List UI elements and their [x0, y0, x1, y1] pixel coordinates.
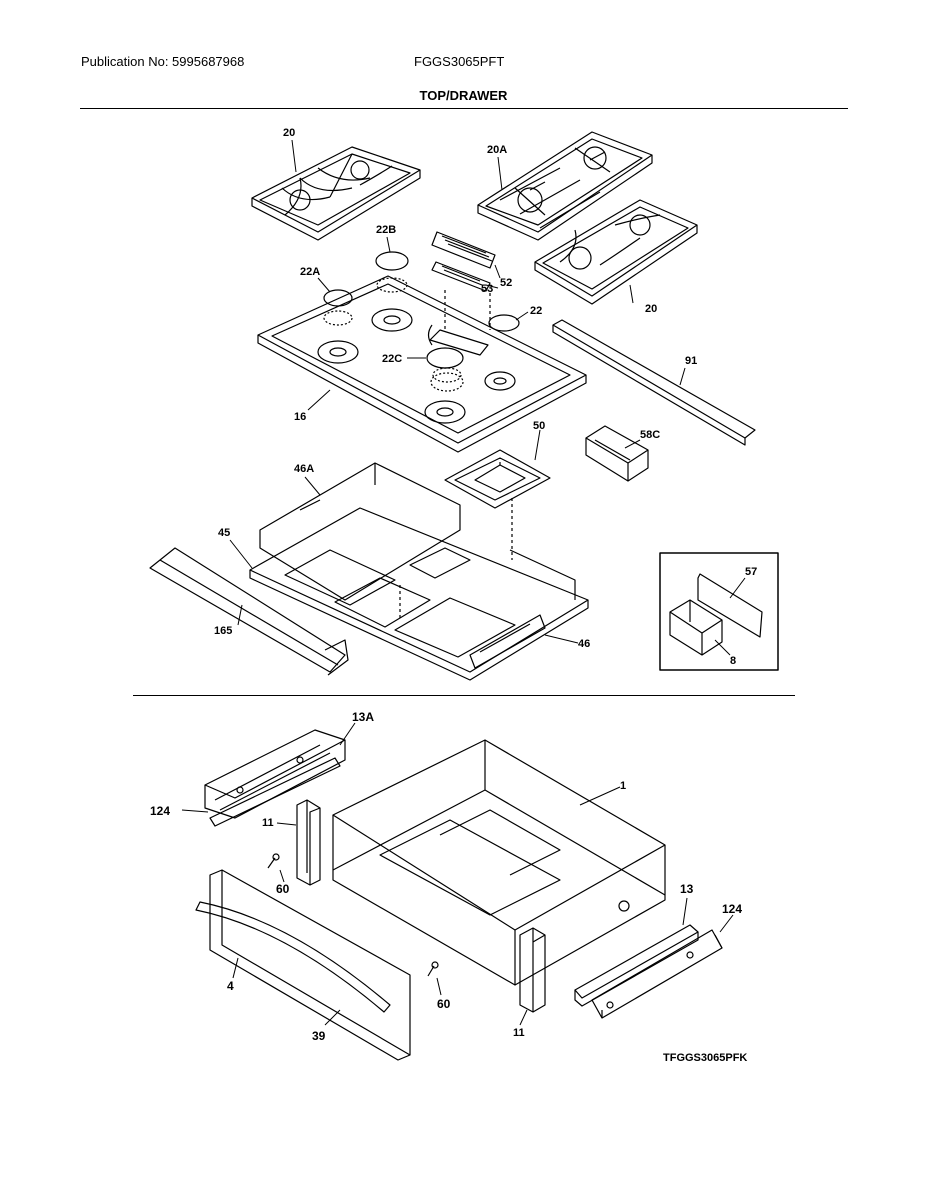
section-divider	[133, 695, 795, 696]
bracket-11-right	[519, 927, 546, 1013]
callout-60-right: 60	[437, 997, 451, 1011]
callout-1: 1	[620, 780, 626, 792]
rear-trim-91	[552, 319, 756, 446]
callout-20a: 20A	[487, 144, 507, 156]
drawer-slide-right	[574, 924, 723, 1019]
side-panel-46a	[259, 462, 461, 601]
callout-60-left: 60	[276, 882, 290, 896]
callout-124-right: 124	[722, 902, 742, 916]
side-panel-46	[469, 614, 546, 669]
callout-58c: 58C	[640, 429, 660, 441]
drawer-slide-left	[204, 729, 346, 827]
header-rule	[80, 108, 848, 109]
callout-labels: 20 20A 22B 22A 52 53 20 22 22C 91 16 50 …	[150, 127, 757, 1043]
callout-91: 91	[685, 355, 697, 367]
callout-11-left: 11	[262, 817, 274, 829]
cooktop-main-top	[257, 275, 587, 453]
screws-60	[267, 853, 439, 977]
callout-46a: 46A	[294, 463, 314, 475]
callout-13: 13	[680, 882, 694, 896]
front-brace-165	[149, 547, 349, 676]
drawing-code: TFGGS3065PFK	[663, 1052, 748, 1064]
part-58c	[585, 425, 649, 482]
base-pan-45	[249, 507, 589, 681]
callout-39: 39	[312, 1029, 326, 1043]
callout-165: 165	[214, 625, 232, 637]
grate-left	[251, 146, 421, 241]
callout-22b: 22B	[376, 224, 396, 236]
vent-trim-52-53	[431, 231, 496, 330]
callout-20-right: 20	[645, 303, 657, 315]
publication-number: Publication No: 5995687968	[81, 54, 245, 69]
section-title: TOP/DRAWER	[419, 88, 508, 103]
leader-lines	[181, 139, 746, 1026]
callout-16: 16	[294, 411, 306, 423]
callout-11-right: 11	[513, 1027, 525, 1039]
callout-13a: 13A	[352, 710, 374, 724]
callout-57: 57	[745, 566, 757, 578]
bracket-11-left	[296, 799, 321, 886]
callout-52: 52	[500, 277, 512, 289]
grate-right	[534, 199, 698, 305]
callout-22: 22	[530, 305, 542, 317]
inset-box	[659, 552, 779, 671]
callout-22a: 22A	[300, 266, 320, 278]
callout-4: 4	[227, 979, 234, 993]
callout-50: 50	[533, 420, 545, 432]
model-number: FGGS3065PFT	[414, 54, 505, 69]
callout-53: 53	[481, 283, 493, 295]
burner-bowl-50	[444, 449, 551, 560]
callout-124-left: 124	[150, 804, 170, 818]
callout-46: 46	[578, 638, 590, 650]
drawer-front	[195, 869, 411, 1061]
burner-caps	[323, 251, 520, 392]
drawer-body	[332, 739, 666, 986]
callout-45: 45	[218, 527, 230, 539]
callout-20-left: 20	[283, 127, 295, 139]
grate-center-20a	[477, 131, 653, 241]
callout-22c: 22C	[382, 353, 402, 365]
callout-8: 8	[730, 655, 736, 667]
